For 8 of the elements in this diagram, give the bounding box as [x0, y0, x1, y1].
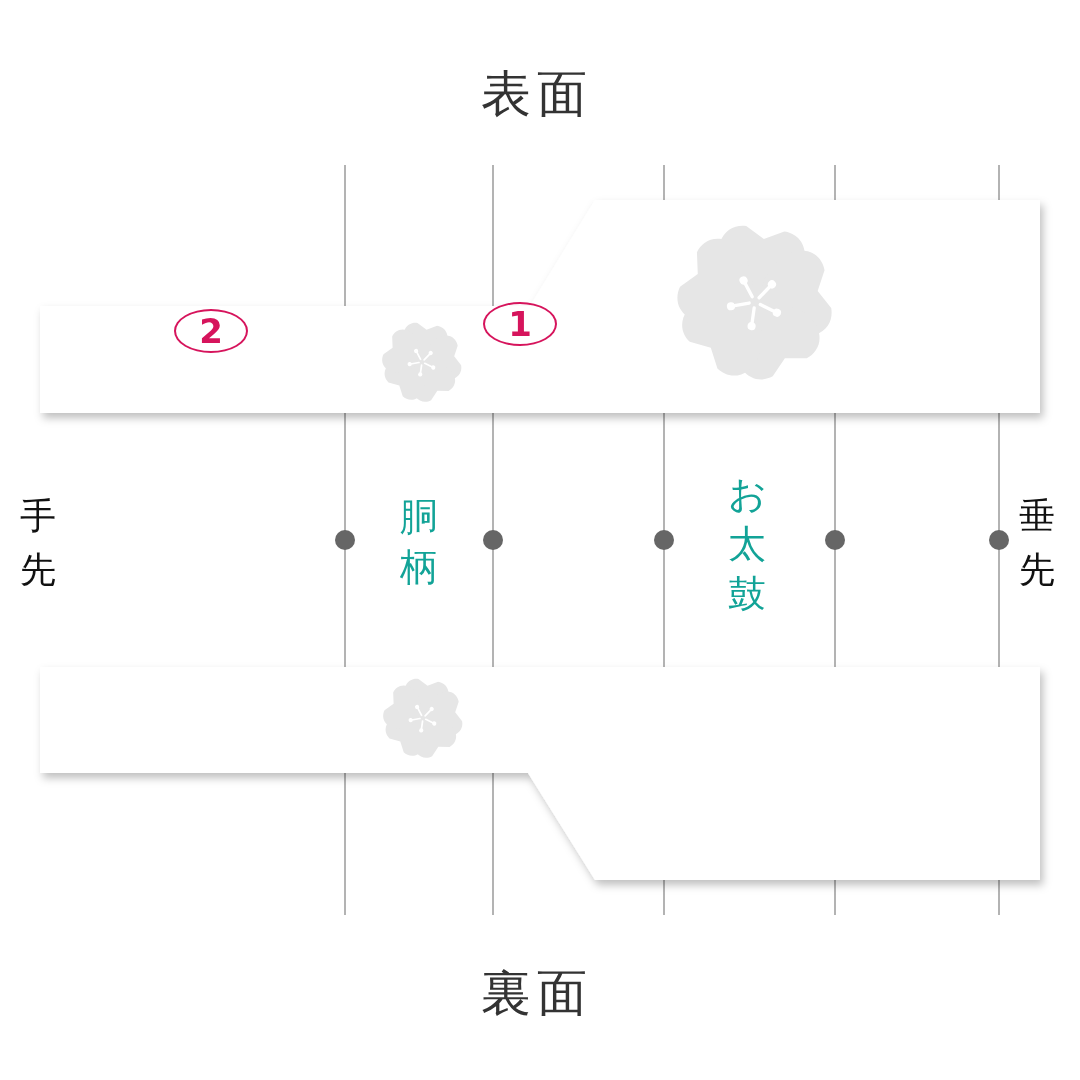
- end-label: 垂先: [1018, 494, 1056, 592]
- section-label: 胴柄: [399, 494, 439, 591]
- end-label: 手先: [19, 494, 57, 592]
- view-heading: 裏面: [481, 968, 593, 1018]
- section-label: お太鼓: [727, 471, 767, 618]
- view-heading: 表面: [481, 69, 593, 119]
- callout-number: 2: [174, 309, 248, 353]
- callout-number: 1: [483, 302, 557, 346]
